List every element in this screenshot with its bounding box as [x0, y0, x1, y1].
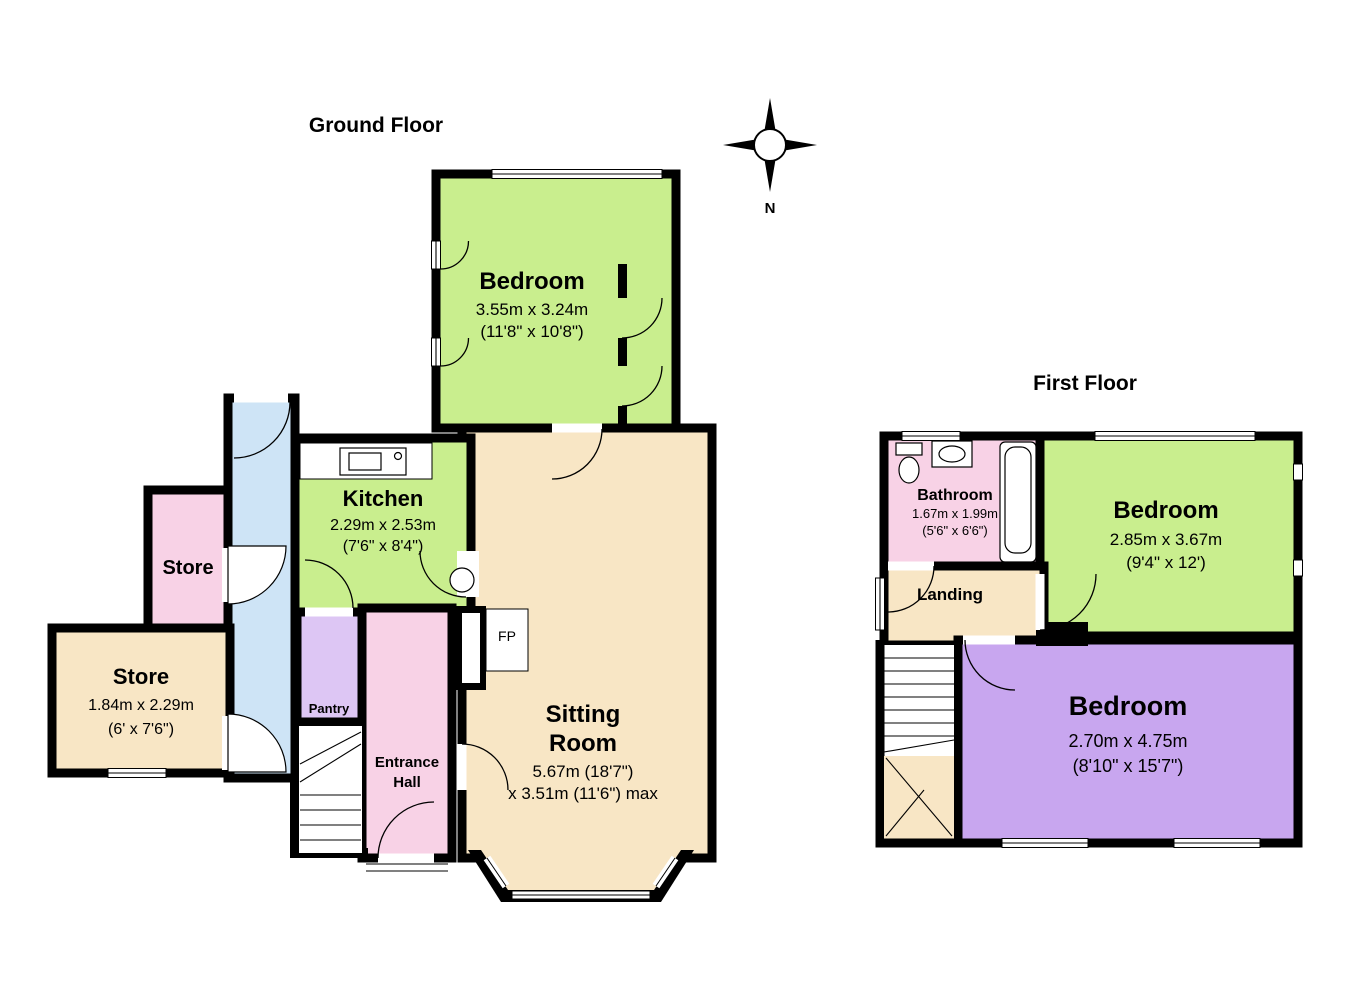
room-name: Hall — [393, 774, 421, 791]
basin-bowl — [938, 445, 966, 463]
bathtub-icon — [999, 441, 1037, 563]
room-dim-metric: 2.85m x 3.67m — [1110, 530, 1222, 549]
compass-north-label: N — [765, 200, 776, 217]
front-door-arc — [377, 801, 435, 859]
sink-bowl — [348, 452, 382, 471]
room-name: Bedroom — [479, 268, 584, 295]
door-opening — [552, 423, 602, 433]
bathtub-inner — [1004, 446, 1032, 554]
wardrobe-door-arc — [621, 365, 663, 407]
ground-floor-title: Ground Floor — [309, 114, 443, 137]
room-dim-imperial: (6' x 7'6") — [108, 721, 174, 738]
stair-winder — [299, 743, 362, 783]
room-dim-metric: 2.29m x 2.53m — [330, 517, 436, 534]
room-name: Store — [113, 664, 169, 689]
door-opening — [963, 635, 1015, 645]
room-dim-metric: 5.67m (18'7") — [533, 762, 634, 781]
compass-circle — [753, 128, 787, 162]
bedroom-first-purple-room — [953, 635, 1303, 848]
door-swing — [227, 713, 287, 773]
stair-winder — [883, 739, 955, 753]
sink-tap — [393, 451, 403, 461]
window — [1293, 463, 1303, 481]
door-opening — [234, 393, 288, 403]
room-dim-imperial: x 3.51m (11'6") max — [508, 784, 658, 803]
room-dim-imperial: (11'8" x 10'8") — [480, 322, 583, 341]
compass-icon: N — [723, 98, 817, 217]
door-opening — [1035, 574, 1045, 630]
room-name: Sitting — [546, 701, 621, 728]
room-name: Bathroom — [917, 487, 993, 504]
water-heater-icon — [449, 567, 475, 593]
landing-room — [879, 561, 1049, 650]
bay-window-inner — [481, 850, 681, 890]
room-name: Kitchen — [343, 486, 424, 511]
door-opening — [305, 607, 353, 617]
room-name: Room — [549, 730, 617, 757]
casement-arc — [440, 337, 470, 367]
room-dim-imperial: (9'4" x 12') — [1126, 553, 1206, 572]
room-dim-metric: 2.70m x 4.75m — [1068, 731, 1187, 751]
room-name: Store — [162, 557, 213, 579]
front-door-opening — [378, 853, 434, 863]
room-dim-imperial: (5'6" x 6'6") — [922, 523, 988, 538]
hearth — [485, 608, 529, 672]
room-name: Bedroom — [1113, 497, 1218, 524]
window — [1293, 559, 1303, 577]
entrance-hall-room — [357, 603, 457, 863]
casement-arc — [440, 240, 470, 270]
fireplace-label: FP — [498, 628, 516, 644]
wall-segment — [618, 406, 627, 428]
wall-segment — [618, 264, 627, 298]
door-arc — [419, 550, 467, 598]
room-dim-imperial: (8'10" x 15'7") — [1073, 756, 1184, 776]
toilet-icon — [898, 456, 920, 484]
door-swing — [227, 545, 287, 605]
store-large-room — [47, 623, 235, 778]
door-arc — [233, 401, 291, 459]
room-name: Pantry — [309, 701, 350, 716]
window-mullion — [655, 857, 676, 887]
room-dim-metric: 3.55m x 3.24m — [476, 300, 588, 319]
sink-icon — [339, 447, 407, 476]
window-mullion — [486, 857, 507, 887]
understairs-line — [885, 789, 925, 837]
wardrobe-door-arc — [621, 297, 663, 339]
door-arc — [964, 639, 1016, 691]
stairs-ground — [299, 726, 362, 853]
stair-winder — [299, 731, 362, 765]
door-opening — [457, 744, 467, 790]
wall-segment — [618, 338, 627, 366]
understairs-line — [885, 757, 953, 837]
basin-icon — [931, 440, 973, 468]
wall-segment — [875, 640, 885, 847]
fireplace-opening — [462, 613, 480, 683]
door-arc — [887, 565, 935, 613]
room-dim-metric: 1.84m x 2.29m — [88, 697, 194, 714]
door-opening — [888, 561, 934, 571]
room-dim-metric: 1.67m x 1.99m — [912, 506, 998, 521]
room-name: Entrance — [375, 754, 439, 771]
toilet-icon — [895, 442, 923, 456]
wall-segment — [290, 774, 300, 854]
wall-segment — [875, 838, 964, 848]
room-name: Landing — [917, 585, 983, 604]
door-arc — [461, 743, 509, 791]
door-arc — [304, 559, 354, 609]
door-arc — [1039, 573, 1097, 631]
room-dim-imperial: (7'6" x 8'4") — [343, 538, 424, 555]
room-name: Bedroom — [1069, 691, 1188, 721]
door-arc — [551, 428, 603, 480]
first-floor-title: First Floor — [1033, 372, 1137, 395]
